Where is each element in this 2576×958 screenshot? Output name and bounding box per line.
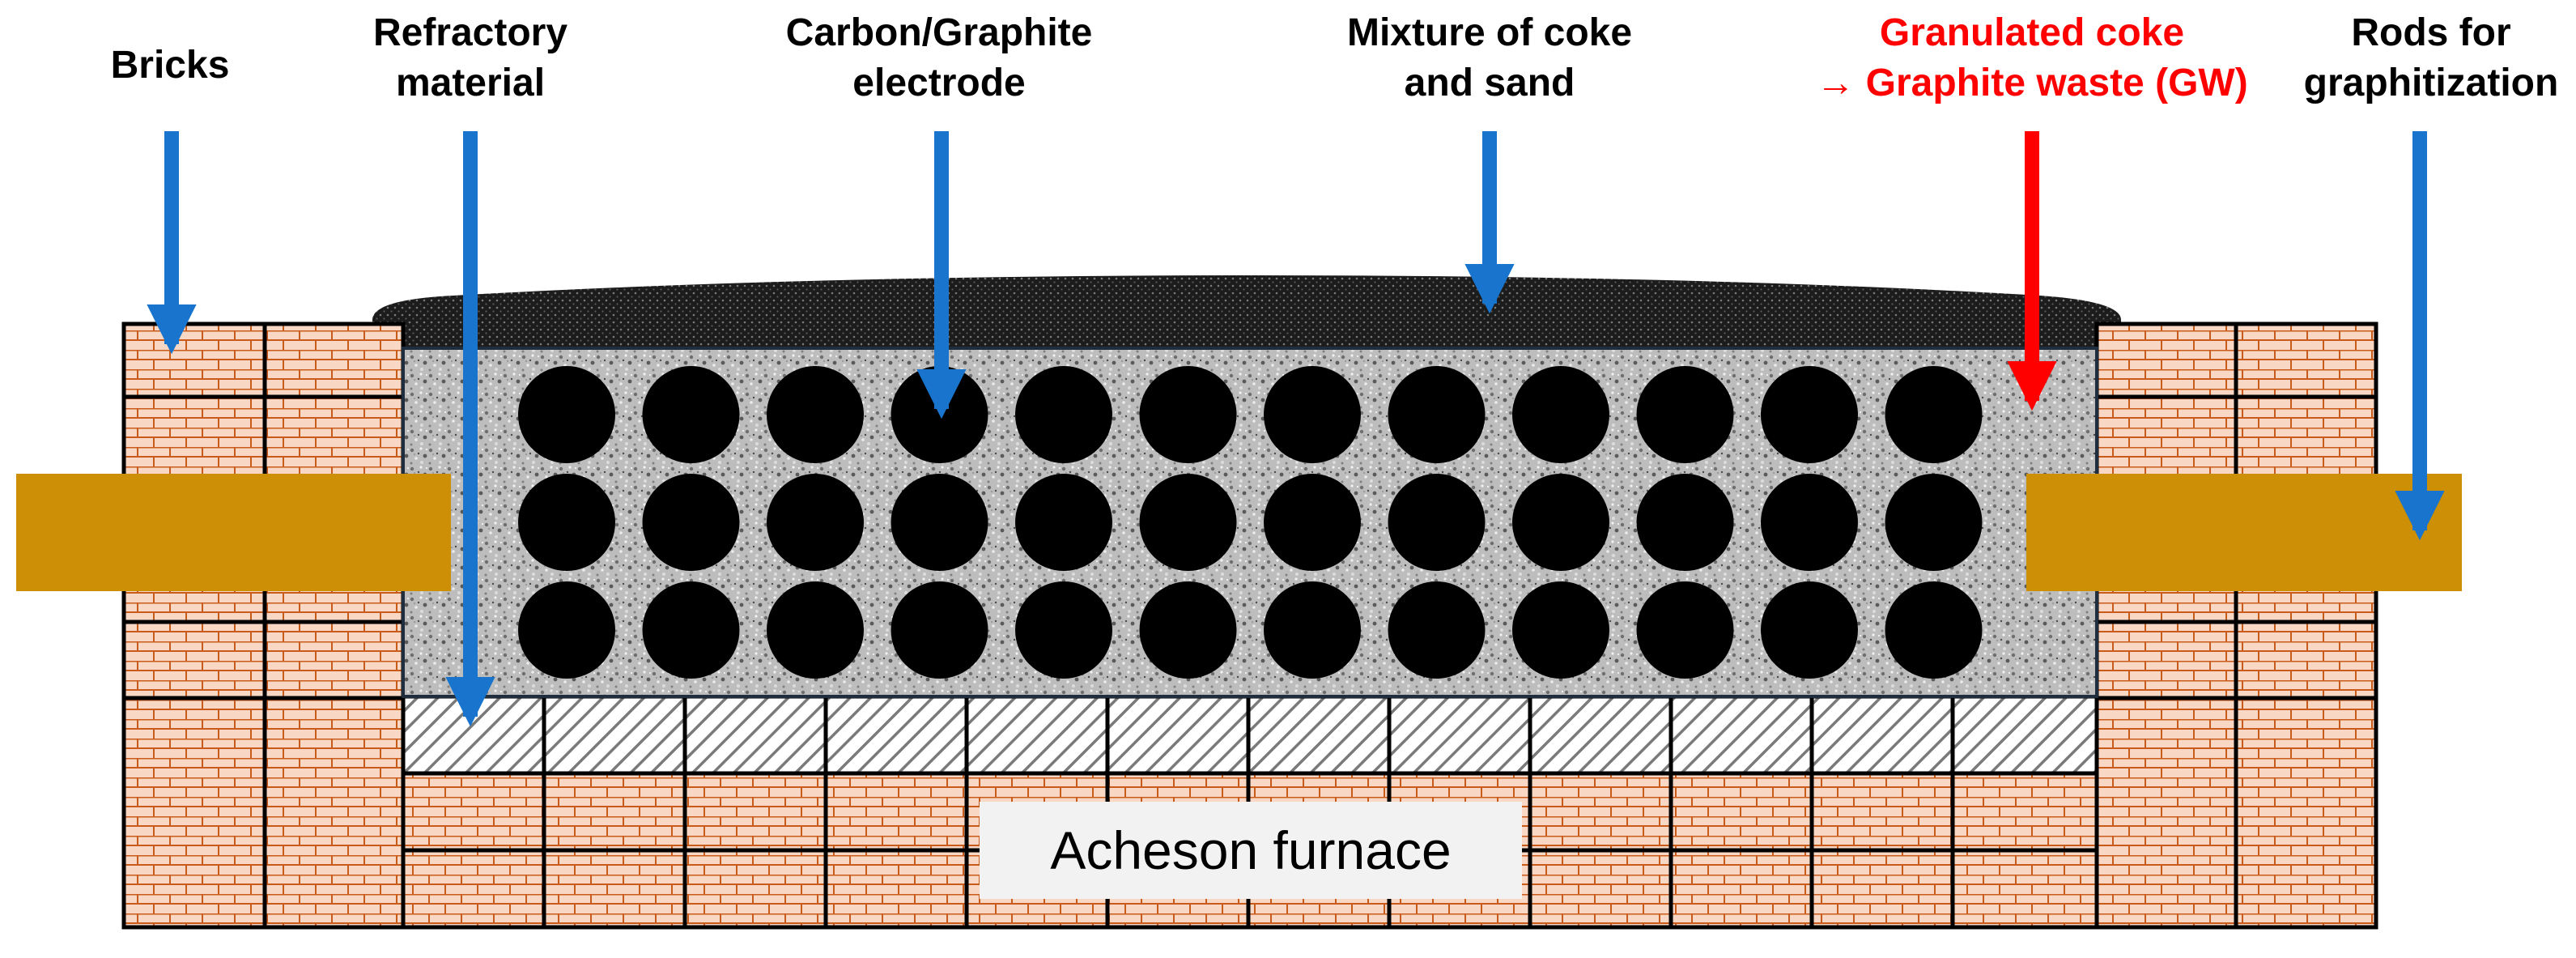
electrode [1388, 366, 1486, 463]
electrode-grid [518, 366, 1983, 679]
electrode [1761, 581, 1858, 679]
electrode [891, 581, 988, 679]
electrode [1885, 474, 1983, 571]
furnace-caption-box: Acheson furnace [980, 802, 1522, 899]
electrode [767, 581, 864, 679]
electrode [1761, 366, 1858, 463]
electrode [518, 366, 615, 463]
electrode [1512, 474, 1609, 571]
electrode [1885, 581, 1983, 679]
electrode [642, 474, 740, 571]
label-bricks: Bricks [110, 44, 230, 87]
right-rod [2026, 474, 2462, 591]
electrode [767, 366, 864, 463]
label-granulated-coke: Granulated coke→ Graphite waste (GW) [1816, 11, 2248, 104]
coke-cover [372, 275, 2121, 348]
electrode [767, 474, 864, 571]
electrode [1264, 474, 1361, 571]
electrode [1512, 366, 1609, 463]
electrode [1388, 474, 1486, 571]
electrode [1636, 366, 1734, 463]
electrode [642, 366, 740, 463]
furnace-caption: Acheson furnace [1050, 820, 1452, 880]
electrode [1015, 366, 1112, 463]
left-brick-wall [121, 321, 406, 930]
electrode [1388, 581, 1486, 679]
electrode [1885, 366, 1983, 463]
electrode [1264, 366, 1361, 463]
electrode [891, 474, 988, 571]
electrode [1015, 581, 1112, 679]
right-brick-wall [2094, 321, 2378, 930]
electrode [1139, 366, 1237, 463]
electrode [1512, 581, 1609, 679]
electrode [518, 581, 615, 679]
electrode [1761, 474, 1858, 571]
electrode [1139, 581, 1237, 679]
electrode [1264, 581, 1361, 679]
electrode [1636, 474, 1734, 571]
left-rod [16, 474, 451, 591]
electrode [1636, 581, 1734, 679]
electrode [1015, 474, 1112, 571]
electrode [518, 474, 615, 571]
refractory-layer [401, 694, 2099, 776]
electrode [1139, 474, 1237, 571]
electrode [642, 581, 740, 679]
